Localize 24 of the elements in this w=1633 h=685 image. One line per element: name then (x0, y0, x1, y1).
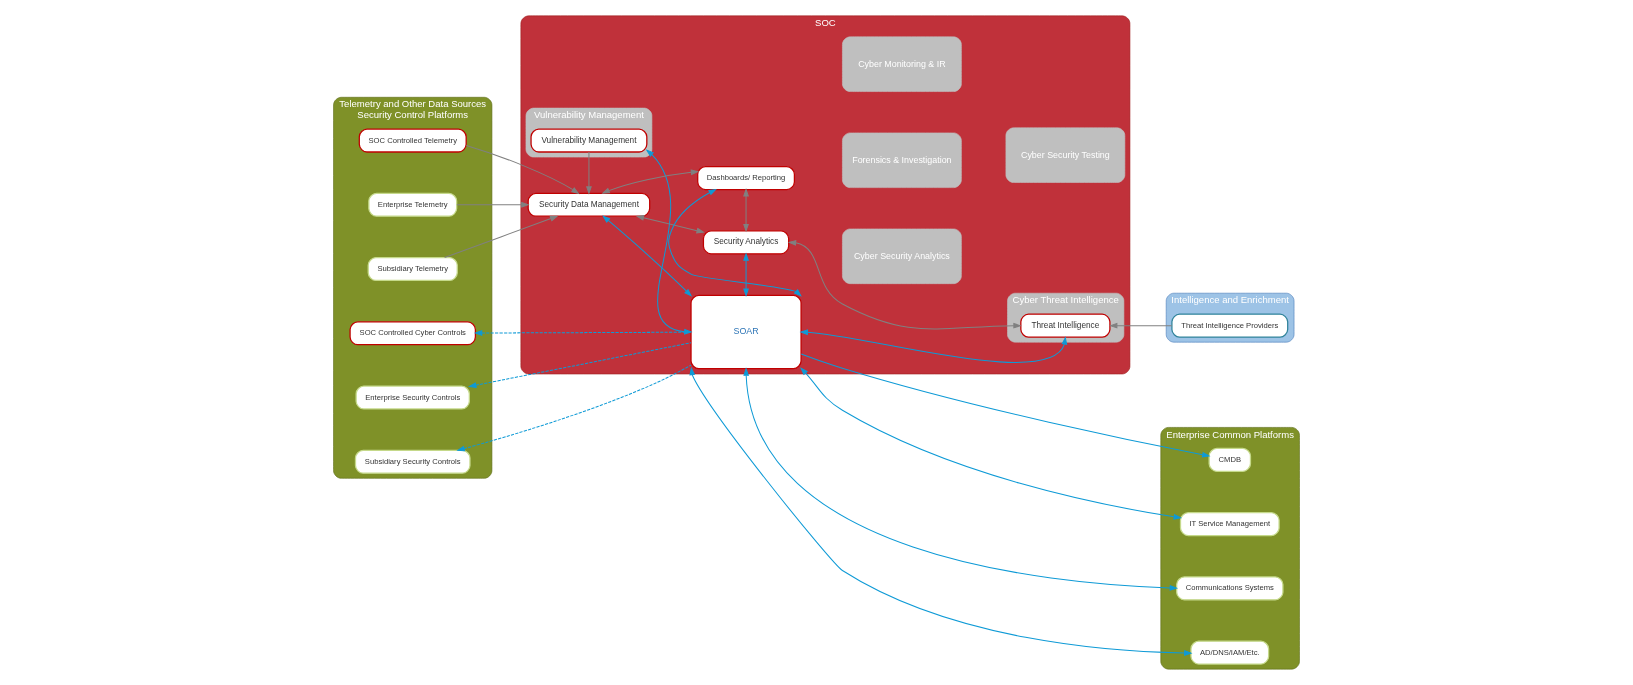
arrow (743, 252, 749, 297)
arrow (800, 353, 1211, 458)
arrow (800, 367, 1183, 520)
node-box: SOAR (690, 294, 802, 370)
arrow (1109, 322, 1173, 329)
arrow (743, 188, 749, 233)
arrow (468, 342, 692, 388)
arrow (689, 366, 1193, 656)
arrow (456, 201, 530, 208)
arrow (635, 215, 705, 234)
node-box: Cyber Security Analytics (842, 228, 962, 284)
arrow (586, 151, 592, 195)
arrow (645, 149, 693, 335)
arrow (602, 215, 693, 297)
arrow (743, 367, 1179, 591)
arrow (799, 329, 1068, 363)
arrow (787, 239, 1022, 330)
arrow (668, 188, 802, 297)
node-box: Forensics & Investigation (842, 132, 962, 188)
arrow (444, 215, 559, 259)
arrow (465, 144, 580, 195)
arrow (473, 330, 692, 336)
arrow (601, 169, 700, 194)
arrow (456, 364, 692, 452)
